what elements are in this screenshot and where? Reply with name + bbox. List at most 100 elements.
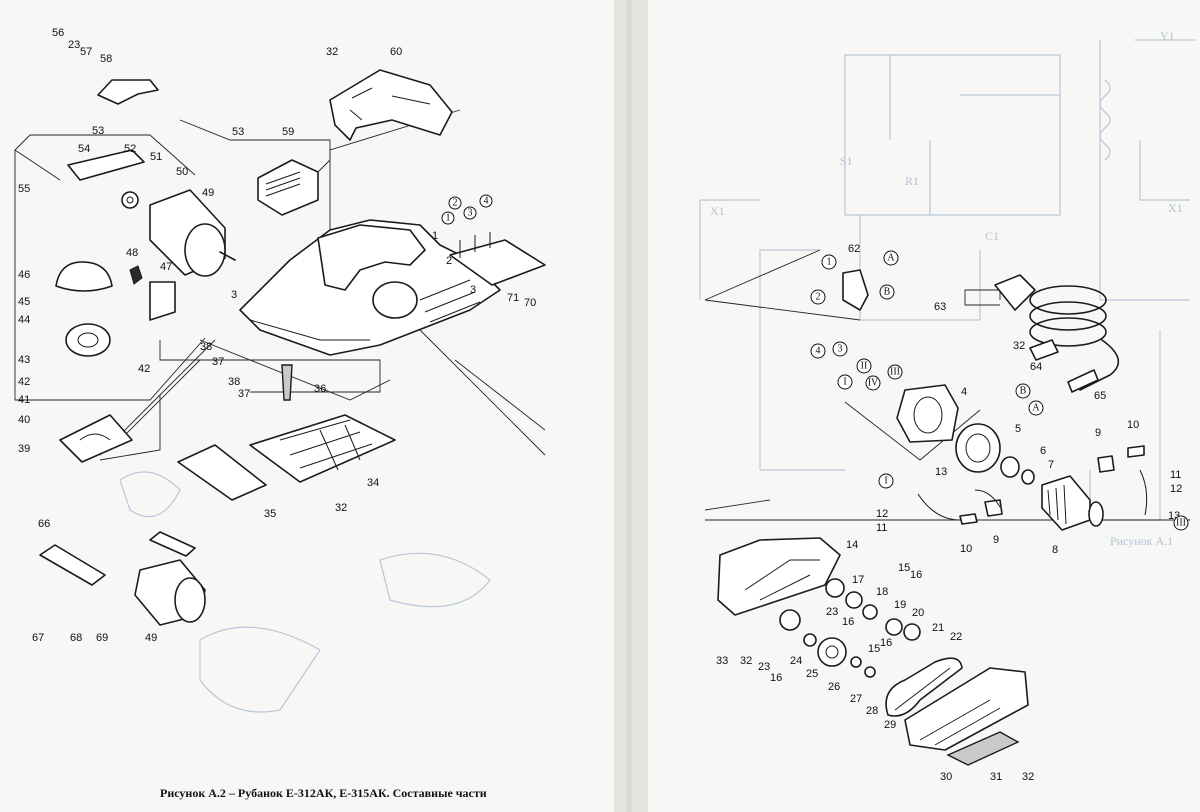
callout-r-A: A bbox=[887, 253, 895, 264]
part-23-b: 23 bbox=[826, 606, 838, 618]
svg-text:X1: X1 bbox=[1168, 201, 1183, 215]
part-38: 38 bbox=[200, 341, 212, 353]
svg-text:X1: X1 bbox=[710, 204, 725, 218]
part-11: 11 bbox=[1170, 469, 1181, 481]
part-56: 56 bbox=[52, 27, 64, 39]
part-63: 63 bbox=[934, 301, 946, 313]
part-66: 66 bbox=[38, 518, 50, 530]
part-3: 3 bbox=[231, 289, 237, 301]
right-part-numbers: 62 63 32 64 65 4 5 6 7 8 9 10 11 12 13 1… bbox=[716, 243, 1182, 783]
callout-r-I2: I bbox=[884, 476, 887, 487]
part-9: 9 bbox=[1095, 427, 1101, 439]
part-64: 64 bbox=[1030, 361, 1042, 373]
part-60: 60 bbox=[390, 46, 402, 58]
part-3-b: 3 bbox=[470, 284, 476, 296]
part-42: 42 bbox=[138, 363, 150, 375]
part-41: 41 bbox=[18, 394, 30, 406]
callout-r-1: 1 bbox=[827, 257, 832, 268]
part-34: 34 bbox=[367, 477, 379, 489]
part-37-b: 37 bbox=[238, 388, 250, 400]
part-40: 40 bbox=[18, 414, 30, 426]
callout-4: 4 bbox=[484, 196, 489, 207]
part-19: 19 bbox=[894, 599, 906, 611]
part-11-b: 11 bbox=[876, 522, 887, 534]
part-16-b: 16 bbox=[842, 616, 854, 628]
callout-r-A2: A bbox=[1032, 403, 1040, 414]
part-59: 59 bbox=[282, 126, 294, 138]
part-20: 20 bbox=[912, 607, 924, 619]
part-23: 23 bbox=[68, 39, 80, 51]
part-44: 44 bbox=[18, 314, 30, 326]
part-50: 50 bbox=[176, 166, 188, 178]
part-1: 1 bbox=[432, 230, 438, 242]
part-45: 45 bbox=[18, 296, 30, 308]
right-page-drawing bbox=[704, 249, 1190, 766]
callout-r-I: I bbox=[843, 377, 846, 388]
part-58: 58 bbox=[100, 53, 112, 65]
part-28: 28 bbox=[866, 705, 878, 717]
part-8: 8 bbox=[1052, 544, 1058, 556]
part-21: 21 bbox=[932, 622, 944, 634]
part-12-b: 12 bbox=[876, 508, 888, 520]
part-67: 67 bbox=[32, 632, 44, 644]
callout-r-3: 3 bbox=[838, 344, 843, 355]
part-23-c: 23 bbox=[758, 661, 770, 673]
part-22: 22 bbox=[950, 631, 962, 643]
part-68: 68 bbox=[70, 632, 82, 644]
callout-r-4: 4 bbox=[816, 346, 821, 357]
callout-r-IV: IV bbox=[868, 378, 879, 389]
part-16: 16 bbox=[910, 569, 922, 581]
part-37: 37 bbox=[212, 356, 224, 368]
part-31: 31 bbox=[990, 771, 1002, 783]
svg-text:Y1: Y1 bbox=[1160, 29, 1175, 43]
part-36: 36 bbox=[314, 383, 326, 395]
callout-1: 1 bbox=[446, 213, 451, 224]
callout-r-III2: III bbox=[1176, 518, 1186, 529]
part-32-e: 32 bbox=[1022, 771, 1034, 783]
part-17: 17 bbox=[852, 574, 864, 586]
part-42-b: 42 bbox=[18, 376, 30, 388]
part-69: 69 bbox=[96, 632, 108, 644]
callout-3: 3 bbox=[468, 208, 473, 219]
part-26: 26 bbox=[828, 681, 840, 693]
part-52: 52 bbox=[124, 143, 136, 155]
part-32: 32 bbox=[326, 46, 338, 58]
part-9-b: 9 bbox=[993, 534, 999, 546]
part-35: 35 bbox=[264, 508, 276, 520]
part-65: 65 bbox=[1094, 390, 1106, 402]
callout-r-III: III bbox=[890, 367, 900, 378]
part-32-b: 32 bbox=[335, 502, 347, 514]
part-62: 62 bbox=[848, 243, 860, 255]
part-47: 47 bbox=[160, 261, 172, 273]
part-32-d: 32 bbox=[740, 655, 752, 667]
part-57: 57 bbox=[80, 46, 92, 58]
part-53-b: 53 bbox=[232, 126, 244, 138]
part-15: 15 bbox=[898, 562, 910, 574]
callout-2: 2 bbox=[453, 198, 458, 209]
part-12: 12 bbox=[1170, 483, 1182, 495]
part-27: 27 bbox=[850, 693, 862, 705]
part-54: 54 bbox=[78, 143, 90, 155]
part-46: 46 bbox=[18, 269, 30, 281]
callout-r-II: II bbox=[861, 361, 868, 372]
part-33: 33 bbox=[716, 655, 728, 667]
part-13-b: 13 bbox=[935, 466, 947, 478]
part-43: 43 bbox=[18, 354, 30, 366]
part-51: 51 bbox=[150, 151, 162, 163]
right-circled-callouts: 1 2 A B 4 3 II III I IV B A I III bbox=[810, 250, 1189, 531]
part-30: 30 bbox=[940, 771, 952, 783]
part-6: 6 bbox=[1040, 445, 1046, 457]
part-71: 71 bbox=[507, 292, 519, 304]
part-14: 14 bbox=[846, 539, 858, 551]
callout-r-B2: B bbox=[1020, 386, 1027, 397]
part-24: 24 bbox=[790, 655, 802, 667]
svg-text:S1: S1 bbox=[840, 154, 853, 168]
part-2: 2 bbox=[446, 255, 452, 267]
part-16-c: 16 bbox=[880, 637, 892, 649]
callout-r-2: 2 bbox=[816, 292, 821, 303]
gutter-fold bbox=[626, 0, 632, 812]
svg-text:Рисунок А.1: Рисунок А.1 bbox=[1110, 534, 1173, 548]
svg-text:R1: R1 bbox=[905, 174, 919, 188]
part-15-b: 15 bbox=[868, 643, 880, 655]
